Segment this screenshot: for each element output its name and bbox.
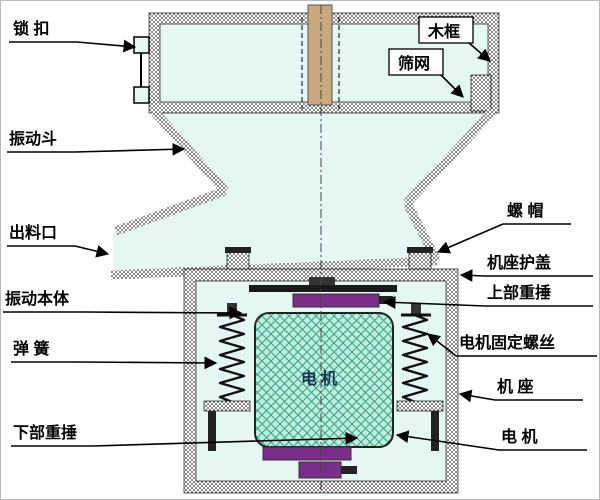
leader-upper-hammer: [382, 296, 486, 309]
leader-motor: [395, 430, 500, 451]
label-outlet: 出料口: [9, 223, 57, 242]
lower-weight-block: [298, 461, 342, 479]
hopper-wall-right: [403, 107, 497, 207]
leader-base: [458, 389, 496, 403]
label-wood-frame: 木框: [427, 22, 460, 41]
leader-hopper: [74, 142, 186, 156]
spring-shelf-right: [396, 400, 444, 412]
lower-weight: [262, 446, 352, 461]
shelf-support-left: [208, 411, 216, 451]
leader-lower-hammer: [92, 431, 359, 447]
spring-left: [218, 313, 246, 404]
shelf-support-right: [431, 411, 439, 451]
mount-plate: [249, 285, 397, 292]
spring-right: [401, 313, 429, 404]
leader-body: [84, 306, 243, 320]
leader-wood-frame: [468, 42, 491, 62]
nut-left-cap: [225, 247, 251, 253]
wood-strip: [307, 4, 333, 106]
label-upper-hammer: 上部重捶: [487, 283, 551, 302]
leader-nut: [436, 223, 504, 254]
screen-edge-block: [470, 74, 492, 112]
label-body: 振动本体: [5, 289, 70, 308]
leader-spring: [76, 356, 218, 370]
leader-motor-screw: [426, 333, 457, 357]
hopper-walls: [110, 107, 497, 280]
label-motor: 电 机: [501, 427, 537, 446]
spring-shelf-left: [203, 400, 251, 412]
label-nut: 螺 帽: [507, 201, 543, 220]
hopper-wall-left: [150, 108, 229, 194]
label-base: 机 座: [497, 377, 533, 396]
leader-base-cover: [459, 269, 486, 282]
label-spring: 弹 簧: [13, 339, 49, 358]
leader-lock: [76, 39, 137, 53]
lock-tab-top: [133, 36, 150, 54]
label-lock: 锁 扣: [13, 19, 49, 38]
lower-weight-end: [341, 466, 357, 474]
springs: [218, 313, 429, 404]
label-motor-screw: 电机固定螺丝: [459, 333, 555, 352]
leader-outlet: [74, 245, 110, 258]
hopper-wall-bottom: [110, 256, 438, 280]
vibration-assembly: [249, 277, 397, 479]
leader-screen-mesh: [440, 74, 464, 98]
label-lower-hammer: 下部重捶: [13, 423, 77, 442]
spring-bolt-right: [411, 303, 421, 315]
label-hopper: 振动斗: [9, 129, 57, 148]
labelbox-screen-mesh: [388, 48, 444, 76]
lock-tab-bottom: [133, 86, 150, 104]
labelbox-wood-frame: [418, 16, 474, 44]
label-screen-mesh: 筛网: [398, 54, 430, 73]
top-hub: [309, 277, 335, 286]
upper-weight: [292, 293, 380, 308]
hopper-interior: [113, 113, 493, 275]
motor-inner-label: 电机: [301, 369, 341, 388]
annotations: 锁 扣 木框 筛网 振动斗 出料口 振动本体 弹 簧 下部重捶 螺 帽: [3, 16, 597, 451]
hopper-wall-cut: [114, 186, 227, 236]
label-base-cover: 机座护盖: [487, 253, 551, 272]
nut-right-cap: [407, 247, 433, 253]
